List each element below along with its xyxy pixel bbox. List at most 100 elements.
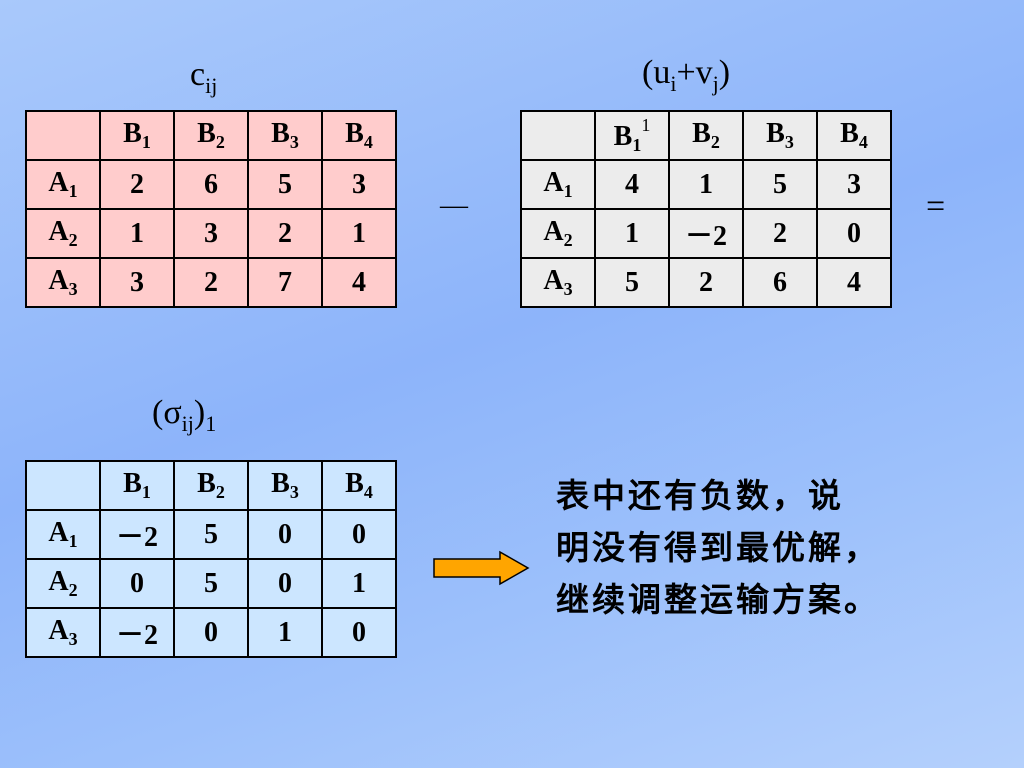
row-sub: 1 — [563, 181, 573, 201]
col-header: B2 — [173, 110, 249, 161]
row-header: A3 — [25, 607, 101, 658]
row-header: A2 — [520, 208, 596, 259]
table-cell: 4 — [321, 257, 397, 308]
table-row: A3 3 2 7 4 — [25, 257, 397, 308]
label-subscript: i — [670, 71, 677, 96]
minus-operator: — — [440, 190, 468, 221]
col-header: B3 — [742, 110, 818, 161]
table-cell: 3 — [99, 257, 175, 308]
table-cell: 3 — [173, 208, 249, 259]
table-cell: 7 — [247, 257, 323, 308]
row-header: A2 — [25, 558, 101, 609]
table-cell: 3 — [816, 159, 892, 210]
col-sub: 4 — [363, 132, 373, 152]
label-part: (u — [642, 54, 671, 91]
sigma-table: B1 B2 B3 B4 A1 －2 5 0 0 A2 0 5 0 1 A3 －2… — [25, 460, 397, 658]
row-sub: 3 — [563, 279, 573, 299]
col-letter: B — [197, 468, 216, 499]
explanation-note: 表中还有负数，说 明没有得到最优解， 继续调整运输方案。 — [556, 470, 956, 626]
row-sub: 1 — [68, 181, 78, 201]
table-cell: 0 — [816, 208, 892, 259]
table-row: A2 1 3 2 1 — [25, 208, 397, 259]
col-letter: B — [613, 121, 633, 152]
row-header: A1 — [25, 159, 101, 210]
col-letter: B — [123, 468, 142, 499]
col-header: B2 — [668, 110, 744, 161]
table-cell: 2 — [247, 208, 323, 259]
row-letter: A — [543, 167, 564, 198]
table-cell: 3 — [321, 159, 397, 210]
row-letter: A — [48, 566, 69, 597]
note-line: 继续调整运输方案。 — [556, 580, 880, 619]
col-sub: 4 — [858, 132, 868, 152]
col-header: B1 — [99, 110, 175, 161]
row-letter: A — [48, 167, 69, 198]
row-letter: A — [543, 216, 564, 247]
col-header: B4 — [321, 460, 397, 511]
equals-operator: = — [926, 188, 946, 225]
table-cell: 1 — [321, 208, 397, 259]
col-sub: 1 — [141, 132, 151, 152]
table-cell: 0 — [321, 607, 397, 658]
table-cell: 5 — [247, 159, 323, 210]
row-sub: 3 — [68, 279, 78, 299]
table-row: A1 －2 5 0 0 — [25, 509, 397, 560]
col-letter: B — [197, 118, 216, 149]
table-row: A2 1 －2 2 0 — [520, 208, 892, 259]
col-header: B4 — [321, 110, 397, 161]
col-sub: 2 — [710, 132, 720, 152]
row-header: A1 — [520, 159, 596, 210]
table-cell: 6 — [173, 159, 249, 210]
table-cell: －2 — [99, 509, 175, 560]
col-sub: 2 — [215, 132, 225, 152]
col-header: B2 — [173, 460, 249, 511]
label-part: ) — [193, 394, 206, 431]
table-cell: 2 — [99, 159, 175, 210]
corner-cell — [25, 460, 101, 511]
table-cell: 0 — [247, 558, 323, 609]
note-line: 表中还有负数，说 — [556, 476, 844, 515]
col-letter: B — [271, 118, 290, 149]
col-letter: B — [345, 468, 364, 499]
col-letter: B — [766, 118, 785, 149]
table-cell: 6 — [742, 257, 818, 308]
table-cell: －2 — [99, 607, 175, 658]
col-sub: 3 — [784, 132, 794, 152]
col-sub: 2 — [215, 482, 225, 502]
col-header: B11 — [594, 110, 670, 161]
table-cell: 5 — [742, 159, 818, 210]
corner-cell — [520, 110, 596, 161]
row-sub: 2 — [68, 580, 78, 600]
label-part: (σ — [152, 394, 182, 431]
table-cell: 1 — [594, 208, 670, 259]
col-sub: 3 — [289, 132, 299, 152]
label-part: ) — [718, 54, 731, 91]
col-header: B4 — [816, 110, 892, 161]
table-cell: 0 — [173, 607, 249, 658]
row-header: A3 — [25, 257, 101, 308]
label-main: c — [190, 56, 206, 93]
col-letter: B — [840, 118, 859, 149]
label-subscript: j — [712, 71, 719, 96]
cost-table: B1 B2 B3 B4 A1 2 6 5 3 A2 1 3 2 1 A3 3 2… — [25, 110, 397, 308]
table-header-row: B1 B2 B3 B4 — [25, 110, 397, 161]
table-cell: 5 — [173, 509, 249, 560]
col-sub: 1 — [632, 135, 642, 155]
row-letter: A — [48, 265, 69, 296]
col-sub: 1 — [141, 482, 151, 502]
table-row: A1 2 6 5 3 — [25, 159, 397, 210]
sigma-matrix-label: (σij)1 — [152, 396, 216, 435]
table-cell: 2 — [668, 257, 744, 308]
table-header-row: B11 B2 B3 B4 — [520, 110, 892, 161]
col-header: B1 — [99, 460, 175, 511]
table-cell: 1 — [321, 558, 397, 609]
row-letter: A — [543, 265, 564, 296]
row-letter: A — [48, 615, 69, 646]
table-cell: 5 — [594, 257, 670, 308]
table-row: A1 4 1 5 3 — [520, 159, 892, 210]
col-sub: 3 — [289, 482, 299, 502]
col-letter: B — [692, 118, 711, 149]
row-header: A2 — [25, 208, 101, 259]
note-line: 明没有得到最优解， — [556, 528, 880, 567]
cost-matrix-label: cij — [190, 58, 217, 97]
